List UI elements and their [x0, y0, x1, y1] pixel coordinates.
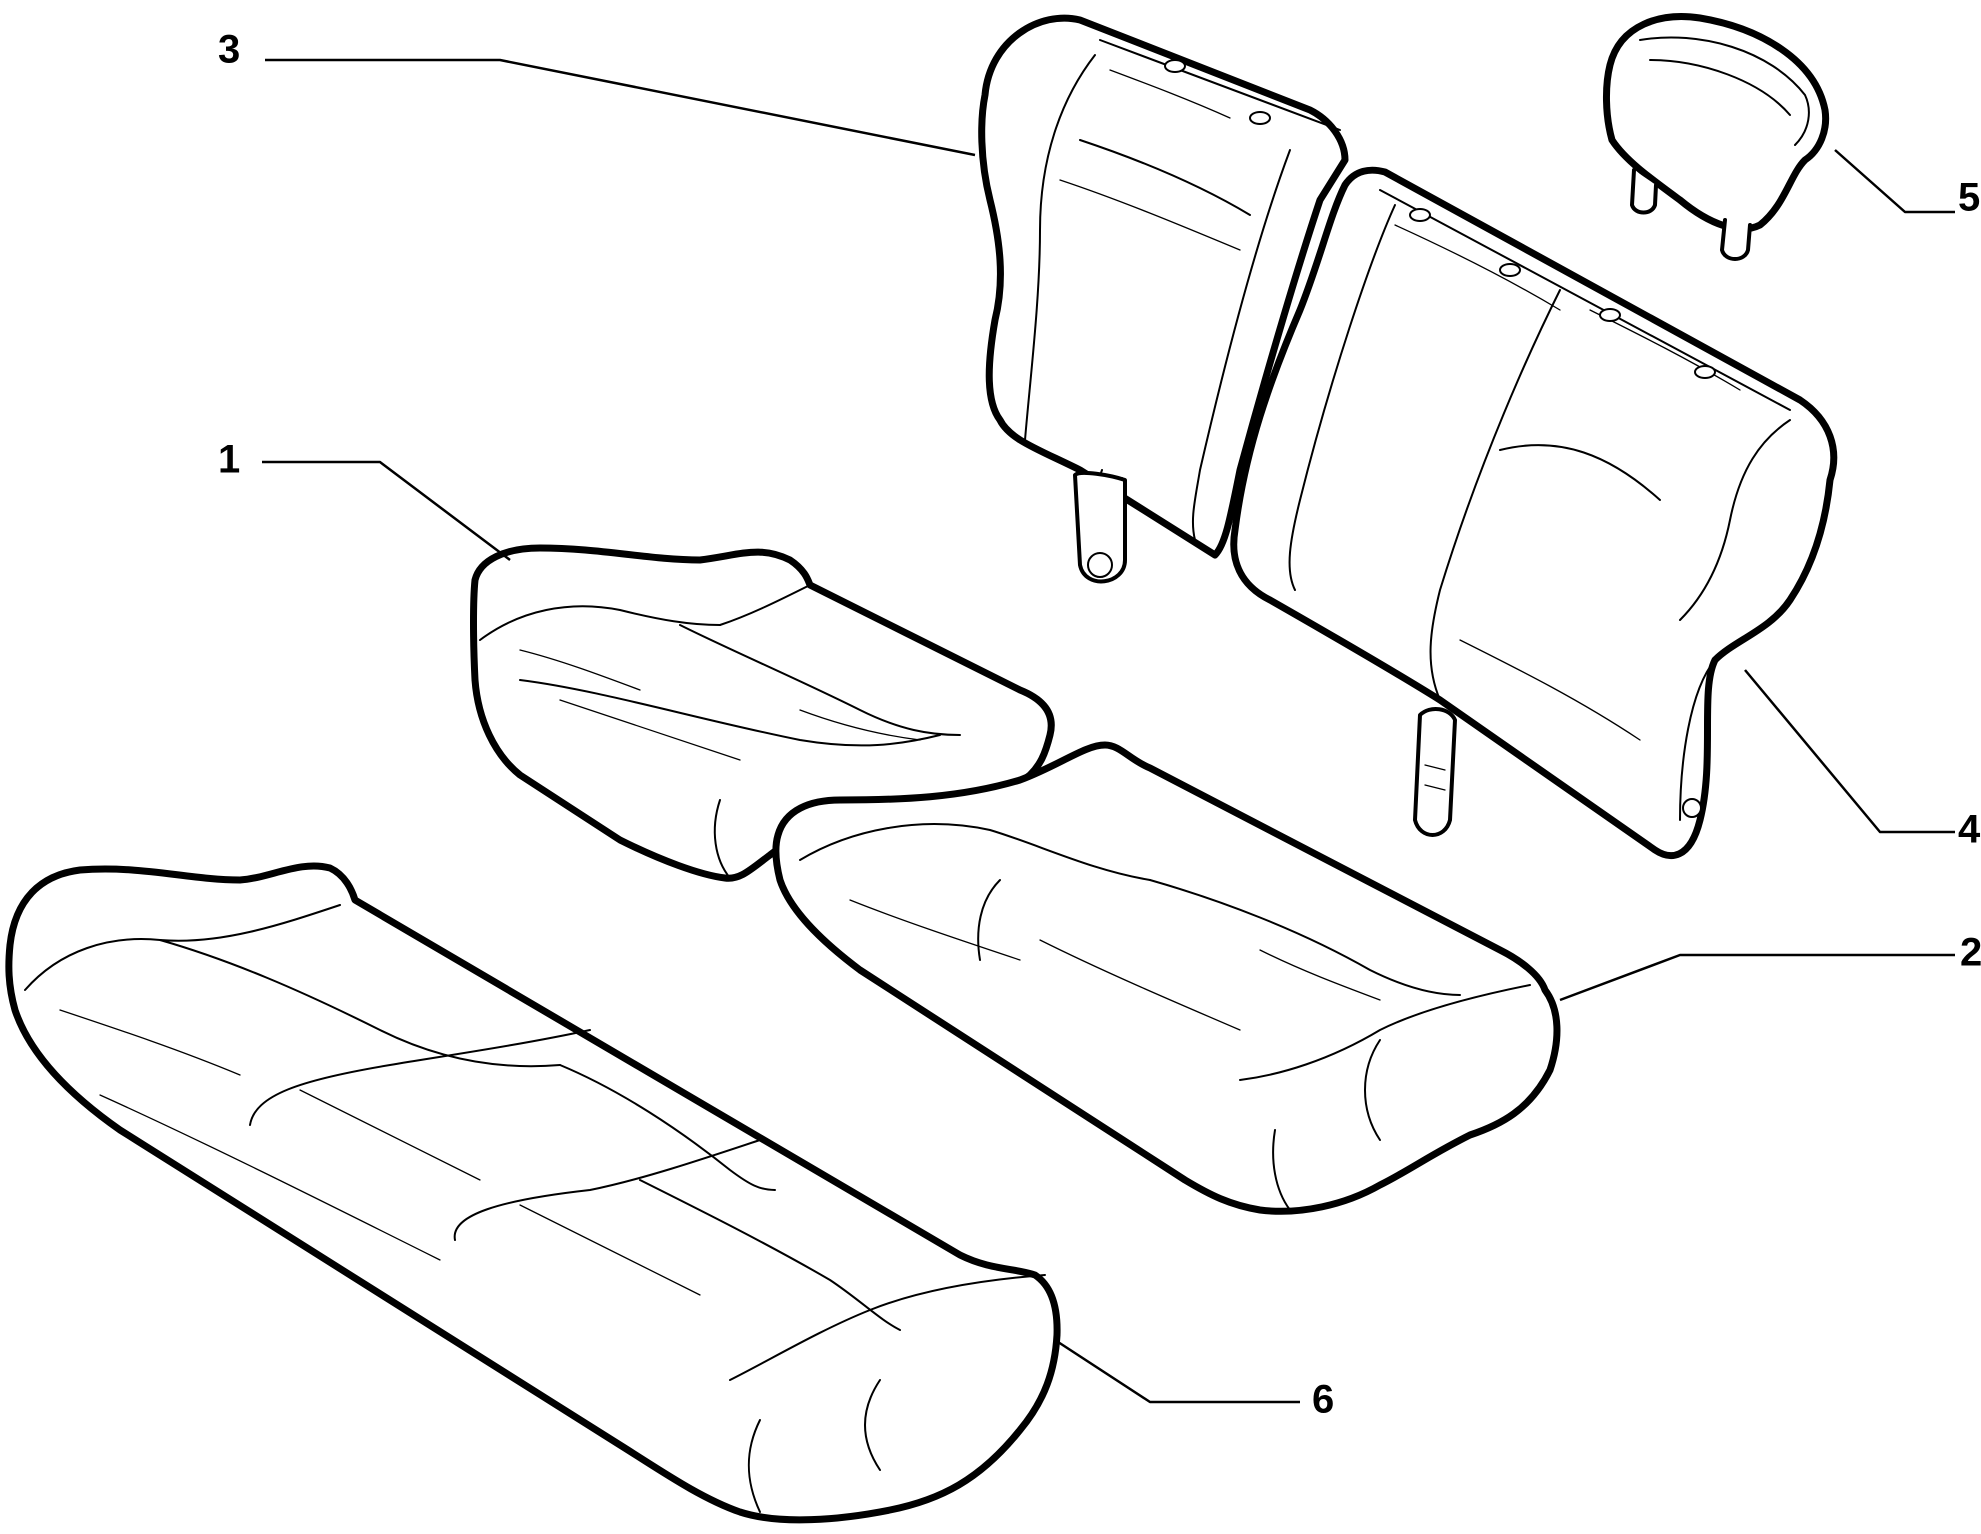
leader-2	[1559, 953, 1955, 1002]
callout-3: 3	[218, 28, 240, 72]
part-4-wide-backrest	[1230, 166, 1838, 860]
callout-labels: 1 2 3 4 5 6	[218, 28, 1981, 1422]
part-6-long-seat-cushion	[5, 862, 1061, 1524]
leader-1	[262, 460, 511, 561]
leader-6	[1054, 1338, 1300, 1404]
leader-lines	[262, 58, 1955, 1404]
leader-3	[265, 58, 976, 157]
callout-1: 1	[218, 438, 240, 482]
callout-6: 6	[1312, 1378, 1334, 1422]
callout-5: 5	[1958, 176, 1980, 220]
leader-5	[1834, 149, 1955, 214]
callout-2: 2	[1960, 931, 1981, 975]
callout-4: 4	[1958, 808, 1981, 852]
part-3-narrow-backrest	[978, 14, 1349, 584]
part-2-medium-seat-cushion	[772, 741, 1561, 1215]
leader-4	[1744, 669, 1955, 834]
part-5-headrest	[1602, 13, 1830, 261]
